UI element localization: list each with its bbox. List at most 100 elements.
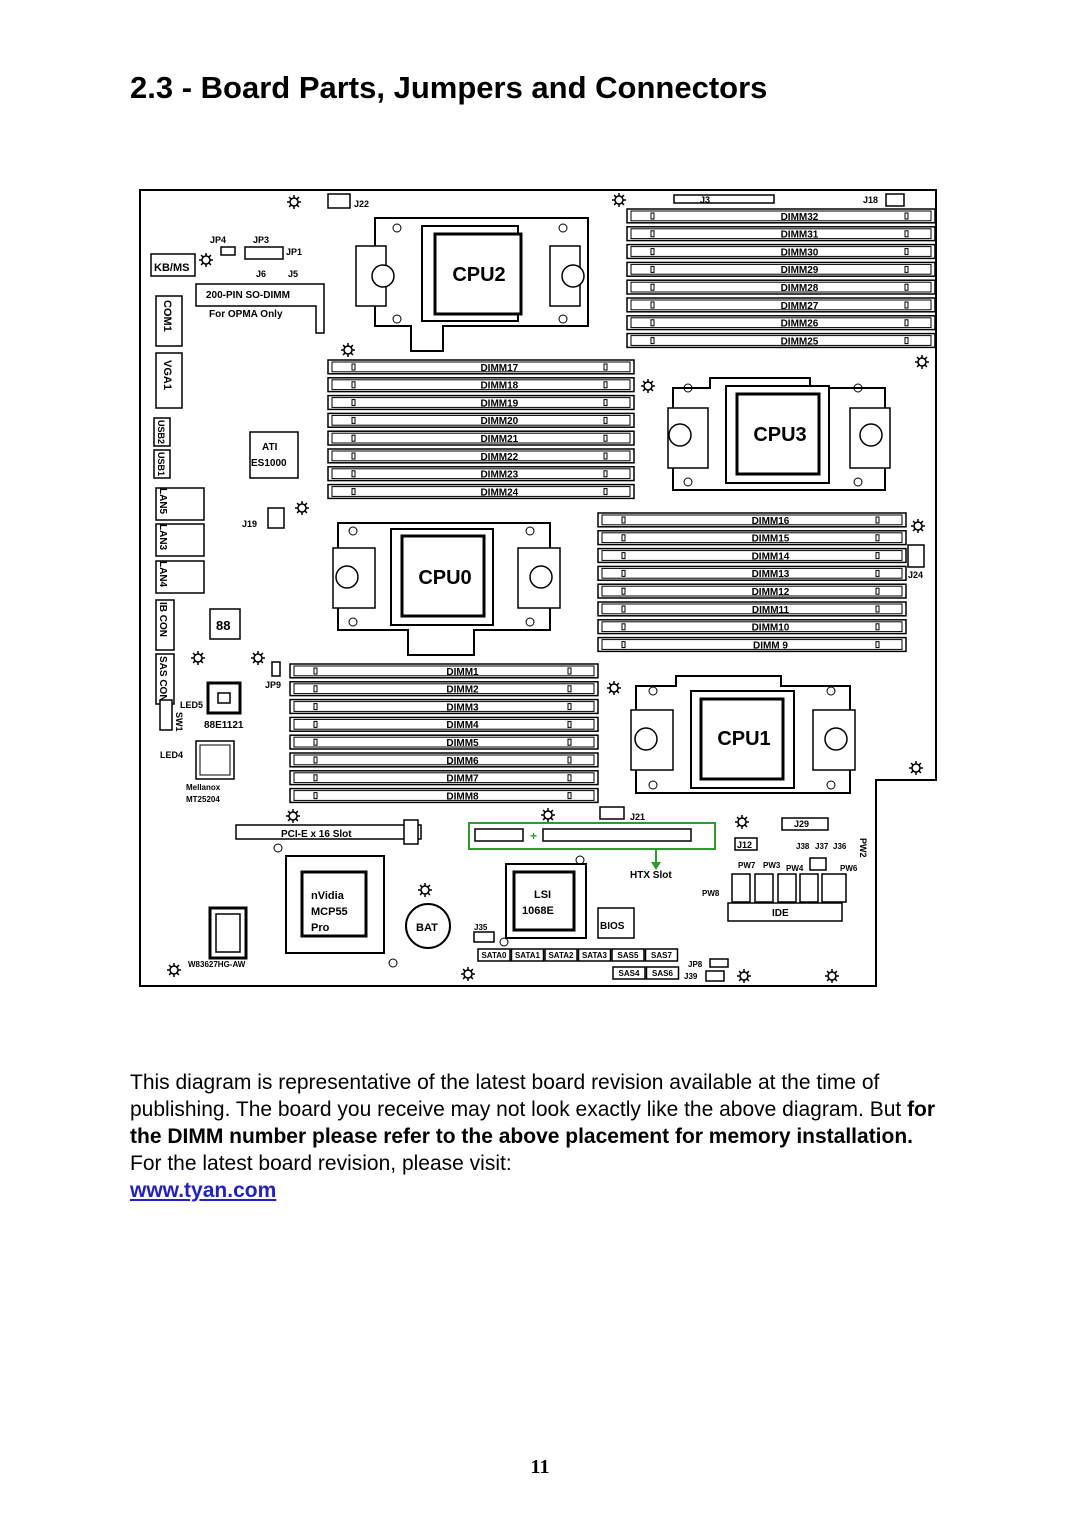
- svg-text:LED5: LED5: [180, 700, 203, 710]
- usb2-port: [153, 417, 171, 447]
- dimm-slot: DIMM14: [597, 547, 907, 564]
- jp4-jumper: [220, 246, 236, 256]
- dimm-label: DIMM1: [446, 667, 479, 678]
- svg-text:200-PIN SO-DIMM: 200-PIN SO-DIMM: [206, 290, 290, 301]
- vga1-port: [155, 352, 183, 409]
- dimm-slot: DIMM19: [327, 394, 635, 411]
- cpu0-label: CPU0: [418, 567, 471, 589]
- jp9-jumper: [271, 661, 281, 677]
- power-connectors: [731, 857, 847, 903]
- dimm-label: DIMM23: [480, 470, 518, 481]
- dimm-group-cpu2: DIMM32DIMM31DIMM30DIMM29DIMM28DIMM27DIMM…: [626, 208, 936, 349]
- paragraph-bold-text: for the DIMM number please refer to the …: [130, 1098, 936, 1148]
- sata-connector: SATA1: [510, 948, 545, 962]
- screw-marker: [191, 651, 205, 665]
- svg-text:LAN4: LAN4: [157, 561, 168, 588]
- svg-text:LAN3: LAN3: [157, 524, 168, 551]
- svg-text:PW3: PW3: [763, 861, 781, 870]
- dimm-slot: DIMM4: [289, 716, 599, 732]
- svg-text:SAS CON: SAS CON: [157, 656, 168, 702]
- dimm-slot: DIMM30: [626, 243, 936, 260]
- svg-text:J22: J22: [354, 199, 369, 209]
- dimm-label: DIMM17: [480, 363, 518, 374]
- svg-text:J36: J36: [833, 842, 847, 851]
- dimm-label: DIMM12: [752, 587, 790, 598]
- svg-text:JP9: JP9: [265, 680, 281, 690]
- dimm-slot: DIMM23: [327, 466, 635, 482]
- svg-text:BAT: BAT: [416, 922, 438, 934]
- dimm-slot: DIMM27: [626, 297, 936, 313]
- dimm-slot: DIMM6: [289, 752, 599, 768]
- svg-text:USB2: USB2: [156, 420, 166, 444]
- screw-marker: [461, 967, 475, 981]
- dimm-group-cpu0: DIMM17DIMM18DIMM19DIMM20DIMM21DIMM22DIMM…: [327, 359, 635, 500]
- dimm-slot: DIMM13: [597, 565, 907, 581]
- svg-text:J12: J12: [737, 840, 752, 850]
- j18-connector: [885, 193, 905, 207]
- dimm-label: DIMM25: [781, 336, 819, 347]
- screw-marker: [911, 519, 925, 533]
- sw1-switch: [159, 699, 173, 731]
- screw-marker: [199, 253, 213, 267]
- dimm-label: DIMM7: [446, 774, 479, 785]
- lan5-port: [155, 487, 205, 521]
- svg-text:1068E: 1068E: [522, 905, 554, 917]
- screw-marker: [915, 355, 929, 369]
- cpu1-socket: CPU1: [630, 675, 856, 794]
- dimm-label: DIMM16: [752, 516, 790, 527]
- dimm-label: DIMM2: [446, 685, 479, 696]
- svg-text:PW7: PW7: [738, 861, 756, 870]
- svg-text:JP8: JP8: [688, 960, 703, 969]
- dimm-slot: DIMM21: [327, 430, 635, 446]
- dimm-slot: DIMM2: [289, 681, 599, 697]
- dimm-group-cpu3: DIMM16DIMM15DIMM14DIMM13DIMM12DIMM11DIMM…: [597, 512, 907, 653]
- dimm-label: DIMM15: [752, 534, 790, 545]
- dimm-slot: DIMM18: [327, 377, 635, 393]
- svg-text:JP3: JP3: [253, 235, 269, 245]
- screw-marker: [825, 969, 839, 983]
- dimm-slot: DIMM11: [597, 601, 907, 617]
- dimm-slot: DIMM 9: [597, 636, 907, 653]
- htx-slot-highlight: [468, 822, 716, 850]
- paragraph-text-2: For the latest board revision, please vi…: [130, 1152, 512, 1175]
- sata-connector: SATA0: [477, 948, 511, 962]
- usb1-port: [153, 449, 171, 479]
- screw-marker: [286, 809, 300, 823]
- dimm-label: DIMM29: [781, 265, 819, 276]
- debug-display: [209, 608, 241, 640]
- svg-text:KB/MS: KB/MS: [154, 262, 189, 274]
- dimm-slot: DIMM3: [289, 698, 599, 715]
- svg-text:LSI: LSI: [534, 889, 551, 901]
- sata-connector: SAS5: [611, 948, 645, 962]
- dimm-label: DIMM4: [446, 720, 479, 731]
- nvidia-mcp55-chipset: nVidia MCP55 Pro: [273, 843, 398, 968]
- svg-text:J39: J39: [684, 972, 698, 981]
- dimm-label: DIMM30: [781, 247, 819, 258]
- tyan-link[interactable]: www.tyan.com: [130, 1179, 277, 1202]
- dimm-label: DIMM8: [446, 791, 479, 802]
- svg-text:ATI: ATI: [262, 442, 278, 453]
- screw-marker: [612, 193, 626, 207]
- sata-connector: SAS7: [644, 948, 679, 962]
- dimm-slot: DIMM16: [597, 512, 907, 528]
- j24-connector: [907, 544, 925, 568]
- svg-text:MCP55: MCP55: [311, 906, 348, 918]
- svg-text:PCI-E x 16 Slot: PCI-E x 16 Slot: [281, 829, 352, 840]
- htx-slot: [542, 828, 692, 842]
- svg-text:SAS6: SAS6: [652, 969, 673, 978]
- svg-text:+: +: [530, 829, 537, 843]
- screw-marker: [251, 651, 265, 665]
- dimm-slot: DIMM22: [327, 448, 635, 464]
- svg-text:J29: J29: [794, 819, 809, 829]
- mounting-holes: [167, 193, 929, 983]
- dimm-label: DIMM26: [781, 319, 819, 330]
- svg-text:SAS7: SAS7: [651, 951, 672, 960]
- ib-con-port: [155, 599, 175, 651]
- dimm-slot: DIMM8: [289, 787, 599, 804]
- dimm-label: DIMM28: [781, 283, 819, 294]
- screw-marker: [607, 681, 621, 695]
- dimm-slot: DIMM31: [626, 226, 936, 242]
